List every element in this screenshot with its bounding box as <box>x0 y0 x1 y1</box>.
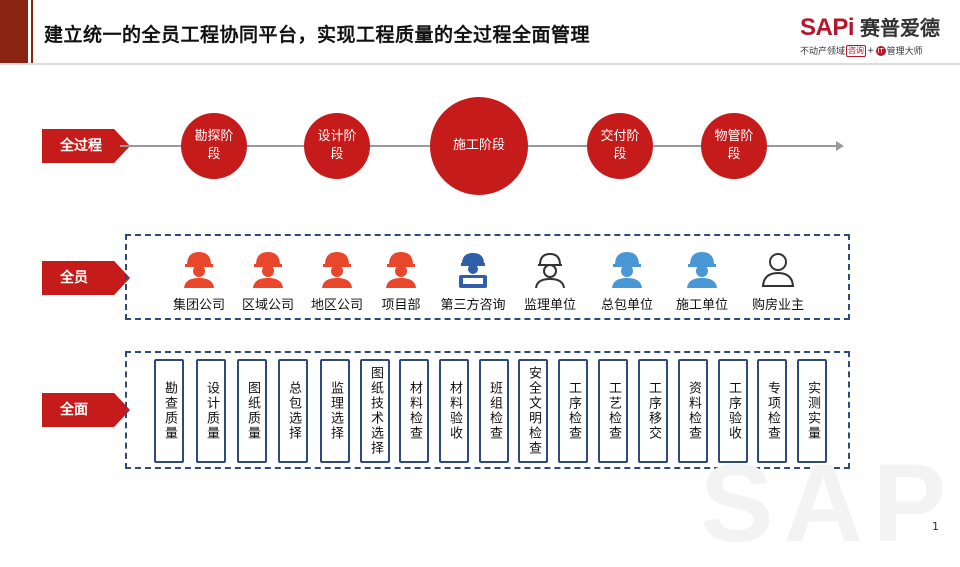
blue-hardhat-worker-icon <box>687 252 717 288</box>
scope-item-label: 专项检查 <box>765 381 780 441</box>
stage-survey: 勘探阶段 <box>181 113 247 179</box>
logo-slogan-plus: + <box>867 45 875 56</box>
blue-hardhat-worker-icon <box>612 252 642 288</box>
row-tag-process: 全过程 <box>42 129 130 163</box>
scope-item: 实测实量 <box>797 359 827 463</box>
scope-item: 工序验收 <box>718 359 748 463</box>
scope-item-label: 勘查质量 <box>162 381 177 441</box>
scope-item-label: 总包选择 <box>286 381 301 441</box>
person-label: 项目部 <box>381 298 421 313</box>
stage-delivery: 交付阶段 <box>587 113 653 179</box>
stage-property: 物管阶段 <box>701 113 767 179</box>
scope-item-label: 材料检查 <box>407 381 422 441</box>
scope-item-label: 图纸质量 <box>245 381 260 441</box>
person-label: 集团公司 <box>172 298 225 313</box>
stage-label: 施工阶段 <box>452 138 505 153</box>
scope-item: 资料检查 <box>678 359 708 463</box>
scope-item: 工序移交 <box>638 359 668 463</box>
timeline-arrow-icon <box>836 141 844 151</box>
person-label: 购房业主 <box>751 298 804 313</box>
person-regional-company: 区域公司 <box>230 248 306 313</box>
scope-item: 图纸质量 <box>237 359 267 463</box>
logo-en-text: SAPi <box>800 14 855 41</box>
consultant-icon <box>459 253 487 288</box>
person-label: 总包单位 <box>600 298 653 313</box>
scope-item: 设计质量 <box>196 359 226 463</box>
supervisor-outline-icon <box>535 252 565 288</box>
scope-item: 工序检查 <box>558 359 588 463</box>
owner-outline-icon <box>761 253 795 287</box>
person-label: 监理单位 <box>523 298 576 313</box>
scope-item-label: 设计质量 <box>204 381 219 441</box>
person-general-contractor: 总包单位 <box>589 248 665 313</box>
scope-item-label: 材料验收 <box>447 381 462 441</box>
stage-label: 勘探阶段 <box>194 129 234 162</box>
person-project-dept: 项目部 <box>363 248 439 313</box>
scope-item-label: 实测实量 <box>805 381 820 441</box>
header-accent-bar <box>0 0 28 64</box>
scope-group-box <box>125 351 850 469</box>
red-hardhat-worker-icon <box>184 252 214 288</box>
scope-item: 安全文明检查 <box>518 359 548 463</box>
row-tag-staff: 全员 <box>42 261 130 295</box>
scope-item: 材料验收 <box>439 359 469 463</box>
logo-slogan-box: 咨询 <box>846 44 867 57</box>
scope-item-label: 图纸技术选择 <box>368 366 383 456</box>
red-hardhat-worker-icon <box>386 252 416 288</box>
red-hardhat-worker-icon <box>253 252 283 288</box>
stage-construction: 施工阶段 <box>430 97 528 195</box>
scope-item: 总包选择 <box>278 359 308 463</box>
person-supervisor: 监理单位 <box>512 248 588 313</box>
red-hardhat-worker-icon <box>322 252 352 288</box>
scope-item: 图纸技术选择 <box>360 359 390 463</box>
brand-logo: SAPi 赛普爱德 不动产领域 咨询 + IT 管理大师 <box>800 12 952 60</box>
person-label: 区域公司 <box>241 298 294 313</box>
person-area-company: 地区公司 <box>299 248 375 313</box>
scope-item: 专项检查 <box>757 359 787 463</box>
stage-label: 交付阶段 <box>600 129 640 162</box>
header-divider <box>0 63 960 65</box>
person-home-owner: 购房业主 <box>740 248 816 313</box>
logo-slogan-post: 管理大师 <box>886 47 923 57</box>
background-watermark: SAPi <box>700 442 960 565</box>
person-third-party: 第三方咨询 <box>435 248 511 313</box>
scope-item-label: 资料检查 <box>686 381 701 441</box>
stage-design: 设计阶段 <box>304 113 370 179</box>
person-label: 地区公司 <box>310 298 363 313</box>
header-accent-line <box>31 0 33 64</box>
person-label: 第三方咨询 <box>440 298 506 313</box>
stage-label: 物管阶段 <box>714 129 754 162</box>
row-tag-scope: 全面 <box>42 393 130 427</box>
logo-cn-text: 赛普爱德 <box>860 16 941 40</box>
scope-item-label: 监理选择 <box>328 381 343 441</box>
logo-slogan-circle: IT <box>875 45 886 56</box>
scope-item-label: 工序检查 <box>566 381 581 441</box>
scope-item-label: 安全文明检查 <box>526 366 541 456</box>
scope-item: 监理选择 <box>320 359 350 463</box>
scope-item-label: 工序移交 <box>646 381 661 441</box>
logo-slogan: 不动产领域 咨询 + IT 管理大师 <box>800 44 952 57</box>
scope-item: 勘查质量 <box>154 359 184 463</box>
scope-item: 班组检查 <box>479 359 509 463</box>
page-title: 建立统一的全员工程协同平台，实现工程质量的全过程全面管理 <box>44 24 591 46</box>
person-group-company: 集团公司 <box>161 248 237 313</box>
person-construction-unit: 施工单位 <box>664 248 740 313</box>
scope-item-label: 工序验收 <box>726 381 741 441</box>
stage-label: 设计阶段 <box>317 129 357 162</box>
page-number: 1 <box>932 520 939 533</box>
scope-item: 材料检查 <box>399 359 429 463</box>
scope-item-label: 工艺检查 <box>606 381 621 441</box>
person-label: 施工单位 <box>675 298 728 313</box>
staff-group-box <box>125 234 850 320</box>
scope-item-label: 班组检查 <box>487 381 502 441</box>
scope-item: 工艺检查 <box>598 359 628 463</box>
logo-slogan-pre: 不动产领域 <box>800 47 846 57</box>
